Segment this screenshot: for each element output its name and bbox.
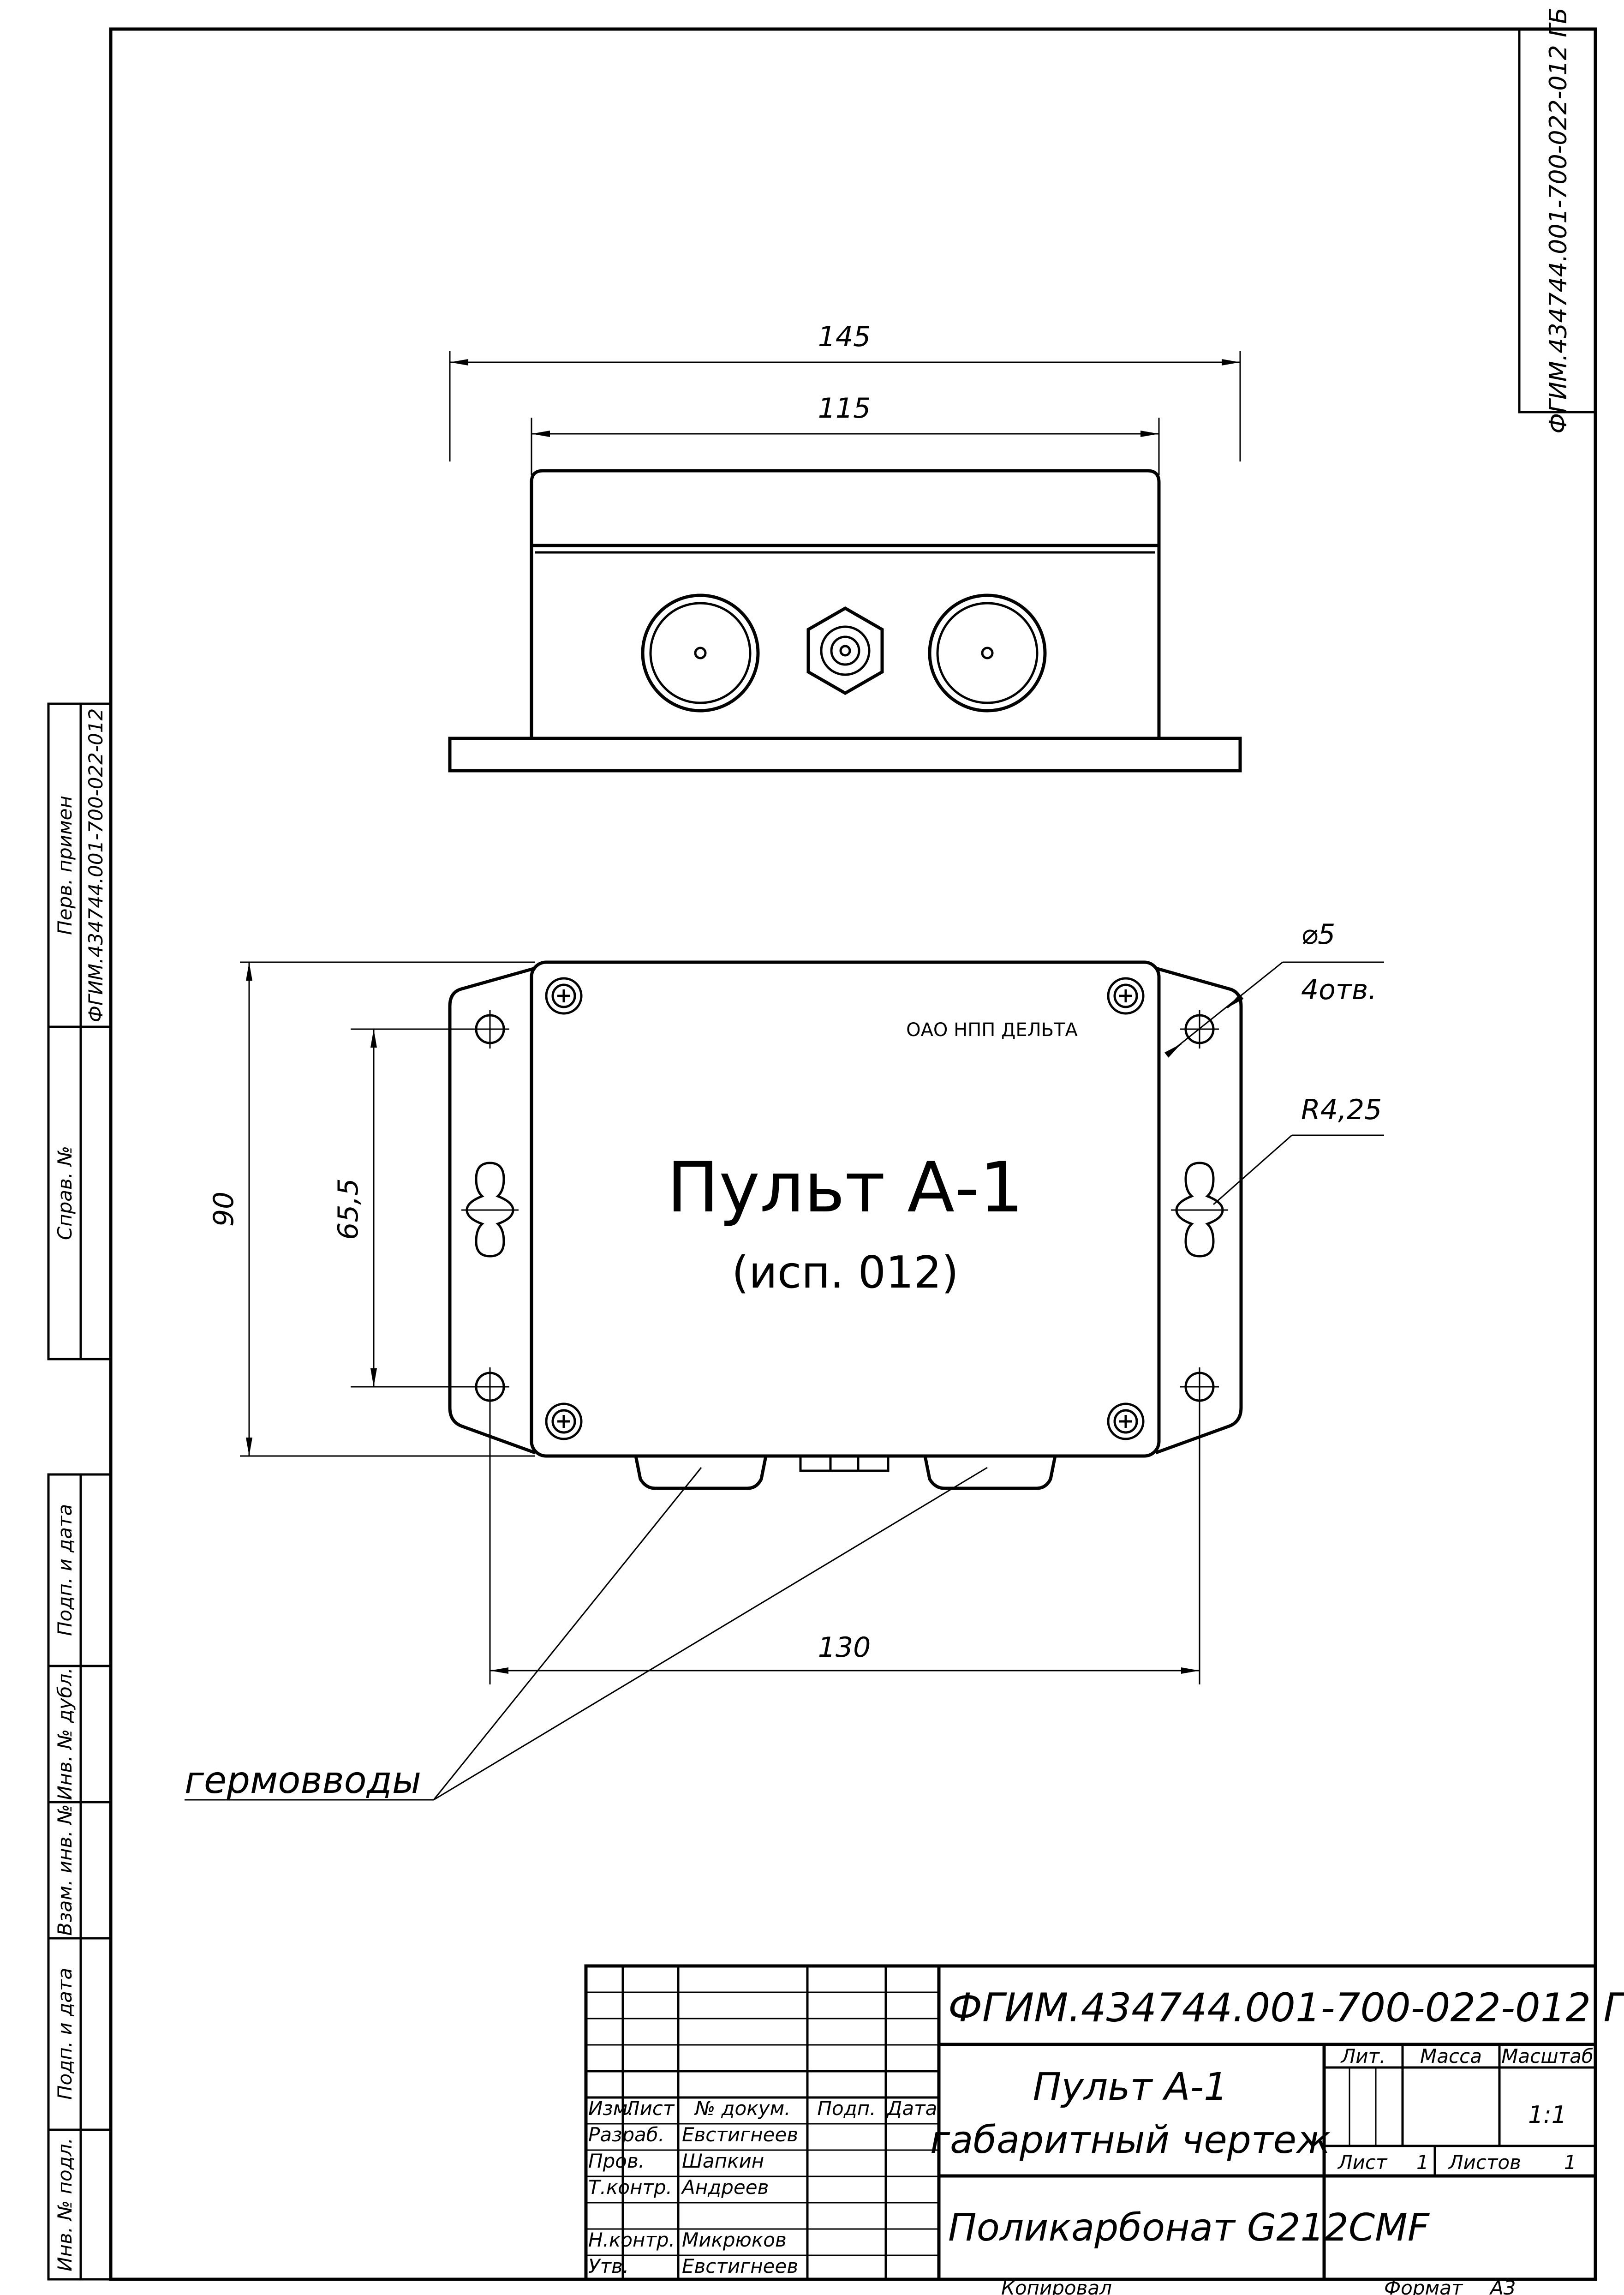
- product-name: Пульт А-1: [667, 1148, 1023, 1228]
- tb-role-approved: Утв.: [588, 2255, 629, 2277]
- tb-name-developer: Евстигнеев: [682, 2123, 798, 2146]
- tb-mass-label: Масса: [1420, 2045, 1482, 2067]
- tb-sheet-label: Лист: [1337, 2151, 1388, 2174]
- format-value: А3: [1489, 2277, 1516, 2295]
- dim-hole-count: 4отв.: [1301, 974, 1377, 1006]
- tb-scale-value: 1:1: [1528, 2101, 1567, 2129]
- cable-gland-right: [928, 593, 1047, 713]
- side-stamp-upper: Перв. примен ФГИМ.434744.001-700-022-012…: [47, 702, 112, 1360]
- tb-material: Поликарбонат G212CMF: [948, 2206, 1430, 2250]
- sign-date-label-1: Подп. и дата: [54, 1504, 76, 1636]
- tb-col-change: Изм.: [588, 2097, 634, 2120]
- lid-screw-bottom-left: [545, 1402, 583, 1440]
- lid-screw-bottom-right: [1107, 1402, 1145, 1440]
- mount-hole-top-left: [471, 1010, 509, 1049]
- tb-scale-label: Масштаб: [1501, 2045, 1594, 2067]
- tb-designation: ФГИМ.434744.001-700-022-012 ГБ: [948, 1985, 1624, 2031]
- lid-screw-top-right: [1107, 977, 1145, 1015]
- hex-connector: [806, 606, 884, 695]
- replace-inv-label: Взам. инв. №: [54, 1804, 76, 1935]
- product-variant: (исп. 012): [732, 1247, 959, 1298]
- dim-body-width: 115: [818, 392, 871, 425]
- tb-name-approved: Евстигнеев: [682, 2255, 798, 2277]
- tb-role-developer: Разраб.: [588, 2123, 664, 2146]
- tb-role-tcontrol: Т.контр.: [588, 2176, 672, 2199]
- rotated-document-code: ФГИМ.434744.001-700-022-012 ГБ: [1545, 7, 1572, 434]
- dim-hole-spacing: 65,5: [332, 1178, 364, 1240]
- tb-name-tcontrol: Андреев: [681, 2176, 769, 2199]
- tb-name-checker: Шапкин: [682, 2150, 764, 2172]
- mounting-flange: [448, 737, 1242, 773]
- cable-gland-left: [641, 593, 760, 713]
- gland-bottom-right: [923, 1456, 1057, 1490]
- enclosure-lid: [530, 469, 1161, 545]
- mount-hole-bottom-left: [471, 1367, 509, 1406]
- first-use-label: Перв. примен: [54, 796, 76, 935]
- tb-name-line-2: габаритный чертеж: [930, 2118, 1331, 2162]
- rotated-code-box: ФГИМ.434744.001-700-022-012 ГБ: [1518, 7, 1597, 434]
- sign-date-label-2: Подп. и дата: [54, 1968, 76, 2100]
- tb-col-sign: Подп.: [817, 2097, 876, 2120]
- dim-hole-pitch: 130: [818, 1631, 871, 1664]
- tb-lit-label: Лит.: [1340, 2045, 1386, 2067]
- tb-col-doc-no: № докум.: [694, 2097, 790, 2120]
- tb-name-line-1: Пульт А-1: [1033, 2065, 1228, 2109]
- dim-hole-diameter: ⌀5: [1301, 918, 1335, 951]
- dim-slot-radius: R4,25: [1301, 1094, 1382, 1126]
- title-block: ФГИМ.434744.001-700-022-012 ГБ Пульт А-1…: [584, 1964, 1624, 2281]
- copied-label: Копировал: [1001, 2277, 1112, 2295]
- bottom-connector: [799, 1455, 890, 1472]
- dim-overall-width: 145: [818, 321, 871, 353]
- tb-sheet-value: 1: [1416, 2151, 1429, 2174]
- tb-sheets-label: Листов: [1448, 2151, 1521, 2174]
- right-mounting-ear: [1155, 966, 1243, 1455]
- dim-height: 90: [208, 1192, 240, 1227]
- gland-callout: гермовводы: [185, 1759, 421, 1802]
- keyhole-slot-left: [466, 1162, 514, 1258]
- first-use-value: ФГИМ.434744.001-700-022-012: [84, 708, 107, 1022]
- tb-col-sheet: Лист: [624, 2097, 675, 2120]
- tb-sheets-value: 1: [1564, 2151, 1576, 2174]
- maker-label: ОАО НПП ДЕЛЬТА: [906, 1019, 1078, 1041]
- top-view: 145 115: [448, 321, 1242, 773]
- tb-name-ncontrol: Микрюков: [682, 2229, 787, 2251]
- gland-bottom-left: [634, 1456, 768, 1490]
- tb-role-checker: Пров.: [588, 2150, 645, 2172]
- tb-role-ncontrol: Н.контр.: [588, 2229, 675, 2251]
- orig-inv-label: Инв. № подл.: [54, 2138, 76, 2271]
- plan-view: 90 65,5: [185, 918, 1384, 1802]
- left-mounting-ear: [448, 966, 536, 1455]
- tb-col-date: Дата: [886, 2097, 937, 2120]
- dup-inv-label: Инв. № дубл.: [54, 1667, 76, 1800]
- lid-screw-top-left: [545, 977, 583, 1015]
- side-stamp-lower: Подп. и дата Инв. № дубл. Взам. инв. № П…: [47, 1473, 112, 2281]
- keyhole-slot-right: [1175, 1162, 1224, 1258]
- format-label: Формат: [1384, 2277, 1463, 2295]
- ref-no-label: Справ. №: [54, 1146, 76, 1240]
- mount-hole-bottom-right: [1180, 1367, 1219, 1406]
